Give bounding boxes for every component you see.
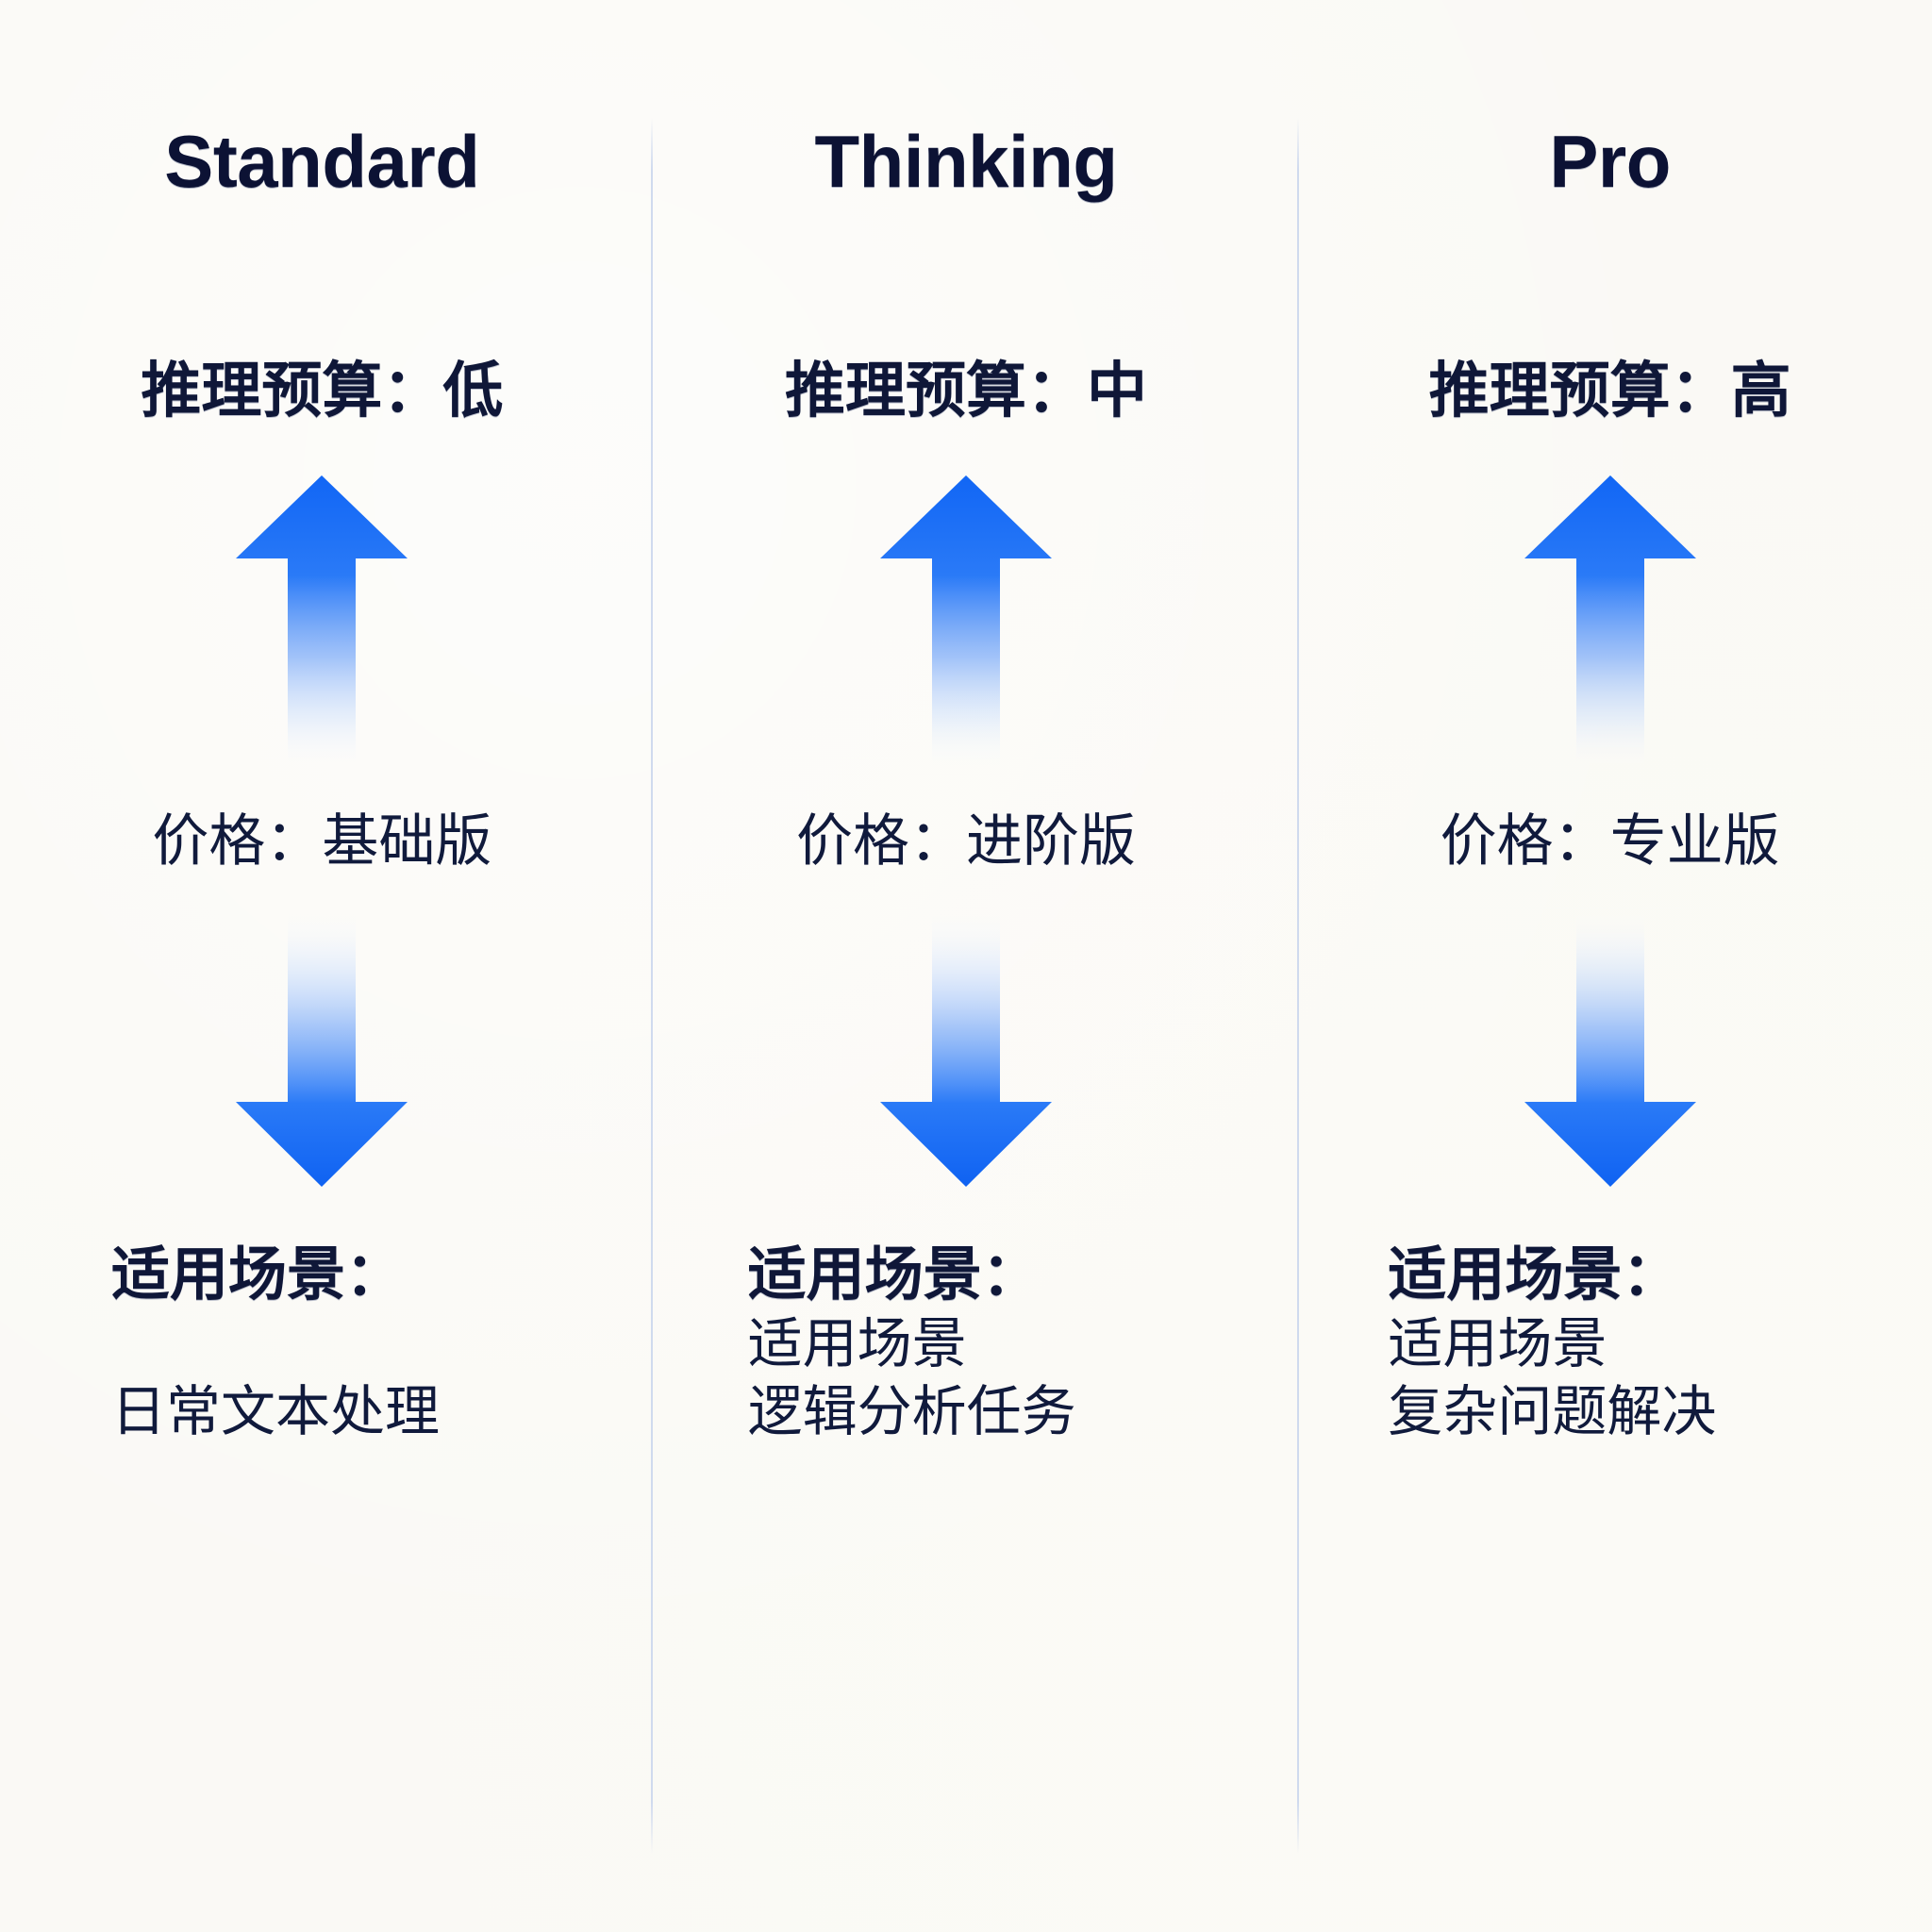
arrow-down-icon — [1521, 908, 1700, 1191]
arrow-down-icon — [876, 908, 1056, 1191]
price-standard: 价格：基础版 — [152, 809, 492, 873]
usecase-heading-thinking: 适用场景： — [747, 1242, 1041, 1307]
reasoning-budget-pro: 推理预算：高 — [1428, 357, 1791, 425]
price-pro: 价格：专业版 — [1440, 809, 1780, 873]
column-title-thinking: Thinking — [814, 120, 1118, 203]
usecase-heading-standard: 适用场景： — [111, 1242, 405, 1307]
usecase-block-thinking: 适用场景： 适用场景 逻辑分析任务 — [644, 1240, 1289, 1446]
column-title-standard: Standard — [164, 120, 480, 203]
arrow-up-icon — [232, 470, 411, 772]
reasoning-budget-thinking: 推理预算：中 — [785, 357, 1147, 425]
usecase-heading-pro: 适用场景： — [1388, 1242, 1681, 1307]
usecase-line-thinking-1: 适用场景 — [747, 1312, 967, 1374]
column-thinking: Thinking 推理预算：中 价格： — [644, 0, 1289, 1932]
usecase-line-thinking-2: 逻辑分析任务 — [747, 1381, 1076, 1443]
arrow-up-icon — [876, 470, 1056, 772]
usecase-line-pro-1: 适用场景 — [1388, 1312, 1607, 1374]
column-divider-2 — [1297, 118, 1299, 1854]
reasoning-budget-standard: 推理预算：低 — [141, 357, 504, 425]
column-pro: Pro 推理预算：高 价格：专业版 — [1288, 0, 1932, 1932]
arrow-down-icon — [232, 908, 411, 1191]
column-standard: Standard 推理预算：低 价格： — [0, 0, 644, 1932]
arrow-up-icon — [1521, 470, 1700, 772]
price-thinking: 价格：进阶版 — [796, 809, 1136, 873]
usecase-line-pro-2: 复杂问题解决 — [1388, 1381, 1717, 1443]
column-divider-1 — [651, 118, 653, 1854]
usecase-block-standard: 适用场景： 日常文本处理 — [0, 1240, 644, 1446]
column-title-pro: Pro — [1549, 120, 1671, 203]
usecase-line-standard-1: 日常文本处理 — [111, 1381, 441, 1443]
usecase-block-pro: 适用场景： 适用场景 复杂问题解决 — [1288, 1240, 1932, 1446]
